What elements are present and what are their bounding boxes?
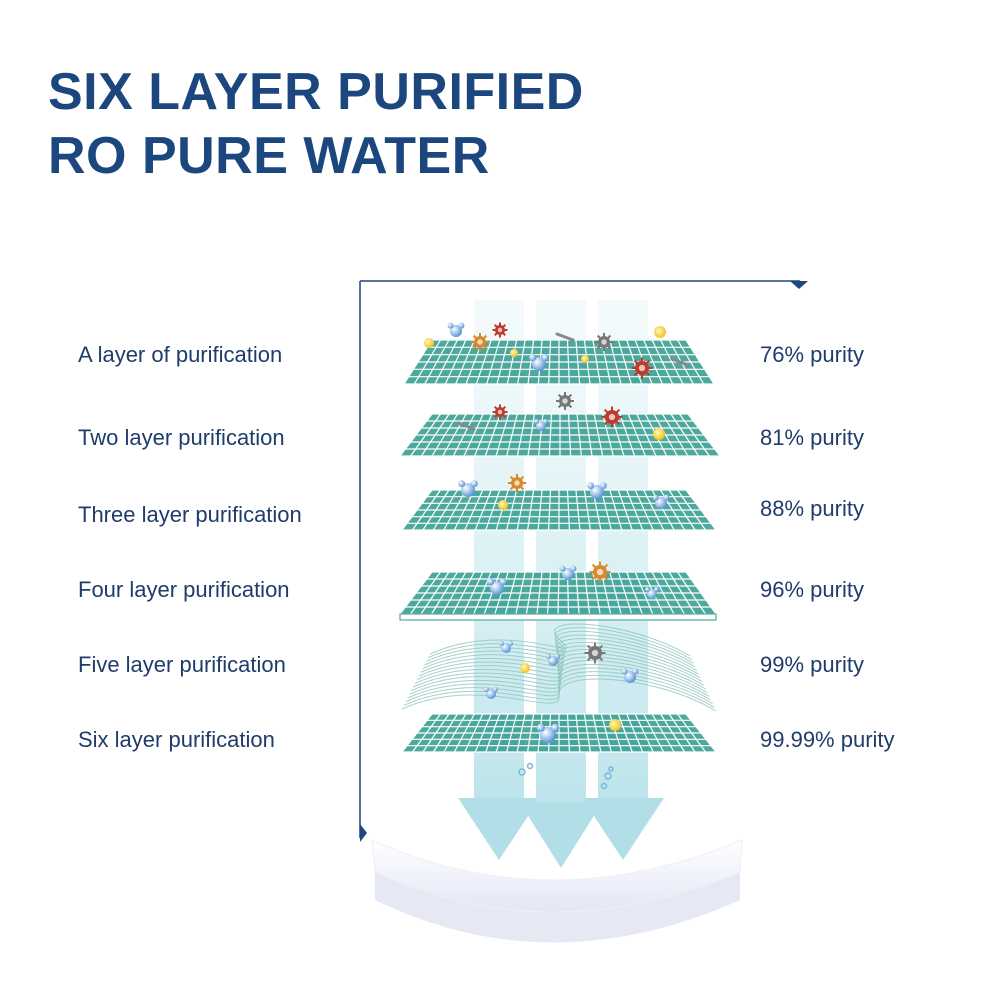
bacteria-icon bbox=[631, 357, 653, 379]
impurity-dot-icon bbox=[581, 355, 589, 363]
purity-value: 76% purity bbox=[760, 342, 864, 367]
purity-value: 88% purity bbox=[760, 496, 864, 521]
title-line-1: SIX LAYER PURIFIED bbox=[48, 63, 584, 121]
impurity-dot-icon bbox=[498, 500, 508, 510]
water-molecule-icon bbox=[499, 641, 513, 653]
layer-label: Three layer purification bbox=[78, 502, 302, 527]
water-molecule-icon bbox=[458, 480, 478, 497]
water-molecule-icon bbox=[652, 494, 670, 509]
bacteria-icon bbox=[492, 322, 508, 338]
water-molecule-icon bbox=[645, 587, 659, 599]
bacteria-icon bbox=[601, 406, 623, 428]
water-molecule-icon bbox=[546, 654, 560, 666]
bacteria-icon bbox=[589, 561, 611, 583]
sediment-icon bbox=[670, 357, 690, 367]
impurity-dot-icon bbox=[653, 428, 665, 440]
filter-mesh-layer bbox=[399, 571, 717, 621]
frame-lines bbox=[359, 280, 808, 842]
water-molecule-icon bbox=[559, 565, 577, 580]
base-platform bbox=[371, 839, 743, 943]
purity-value: 99% purity bbox=[760, 652, 864, 677]
water-molecule-icon bbox=[484, 687, 498, 699]
frame-arrow-right-icon bbox=[790, 281, 808, 289]
sediment-icon bbox=[555, 332, 575, 342]
bacteria-icon bbox=[492, 404, 508, 420]
impurity-dot-icon bbox=[510, 349, 518, 357]
layer-label: Five layer purification bbox=[78, 652, 286, 677]
purity-value: 99.99% purity bbox=[760, 727, 895, 752]
layer-label: Two layer purification bbox=[78, 425, 285, 450]
page-title: SIX LAYER PURIFIED RO PURE WATER bbox=[48, 60, 584, 188]
water-molecule-icon bbox=[487, 578, 507, 595]
layer-label: A layer of purification bbox=[78, 342, 283, 367]
layer-label: Four layer purification bbox=[78, 577, 290, 602]
purity-value: 96% purity bbox=[760, 577, 864, 602]
purity-value: 81% purity bbox=[760, 425, 864, 450]
impurity-dot-icon bbox=[520, 663, 530, 673]
water-molecule-icon bbox=[534, 419, 548, 431]
filter-mesh-layer bbox=[403, 339, 715, 385]
impurity-dot-icon bbox=[609, 719, 621, 731]
impurity-dot-icon bbox=[654, 326, 666, 338]
water-molecule-icon bbox=[536, 723, 560, 743]
contaminant-particles bbox=[424, 322, 690, 790]
filter-mesh-layer bbox=[401, 713, 717, 753]
bacteria-icon bbox=[595, 333, 613, 351]
filter-mesh-layer bbox=[399, 413, 721, 457]
layer-label: Six layer purification bbox=[78, 727, 275, 752]
bacteria-icon bbox=[508, 474, 526, 492]
bacteria-icon bbox=[471, 333, 489, 351]
water-molecule-icon bbox=[587, 482, 607, 499]
filter-mesh-layer bbox=[401, 623, 717, 712]
water-molecule-icon bbox=[621, 668, 639, 683]
title-line-2: RO PURE WATER bbox=[48, 127, 490, 185]
impurity-dot-icon bbox=[424, 338, 434, 348]
filter-mesh-layer bbox=[401, 489, 717, 531]
bacteria-icon bbox=[556, 392, 574, 410]
sediment-icon bbox=[456, 421, 476, 431]
bacteria-icon bbox=[584, 642, 606, 664]
frame-arrow-down-icon bbox=[360, 824, 367, 842]
water-molecule-icon bbox=[529, 354, 549, 371]
filter-meshes bbox=[399, 339, 721, 753]
water-molecule-icon bbox=[447, 322, 465, 337]
